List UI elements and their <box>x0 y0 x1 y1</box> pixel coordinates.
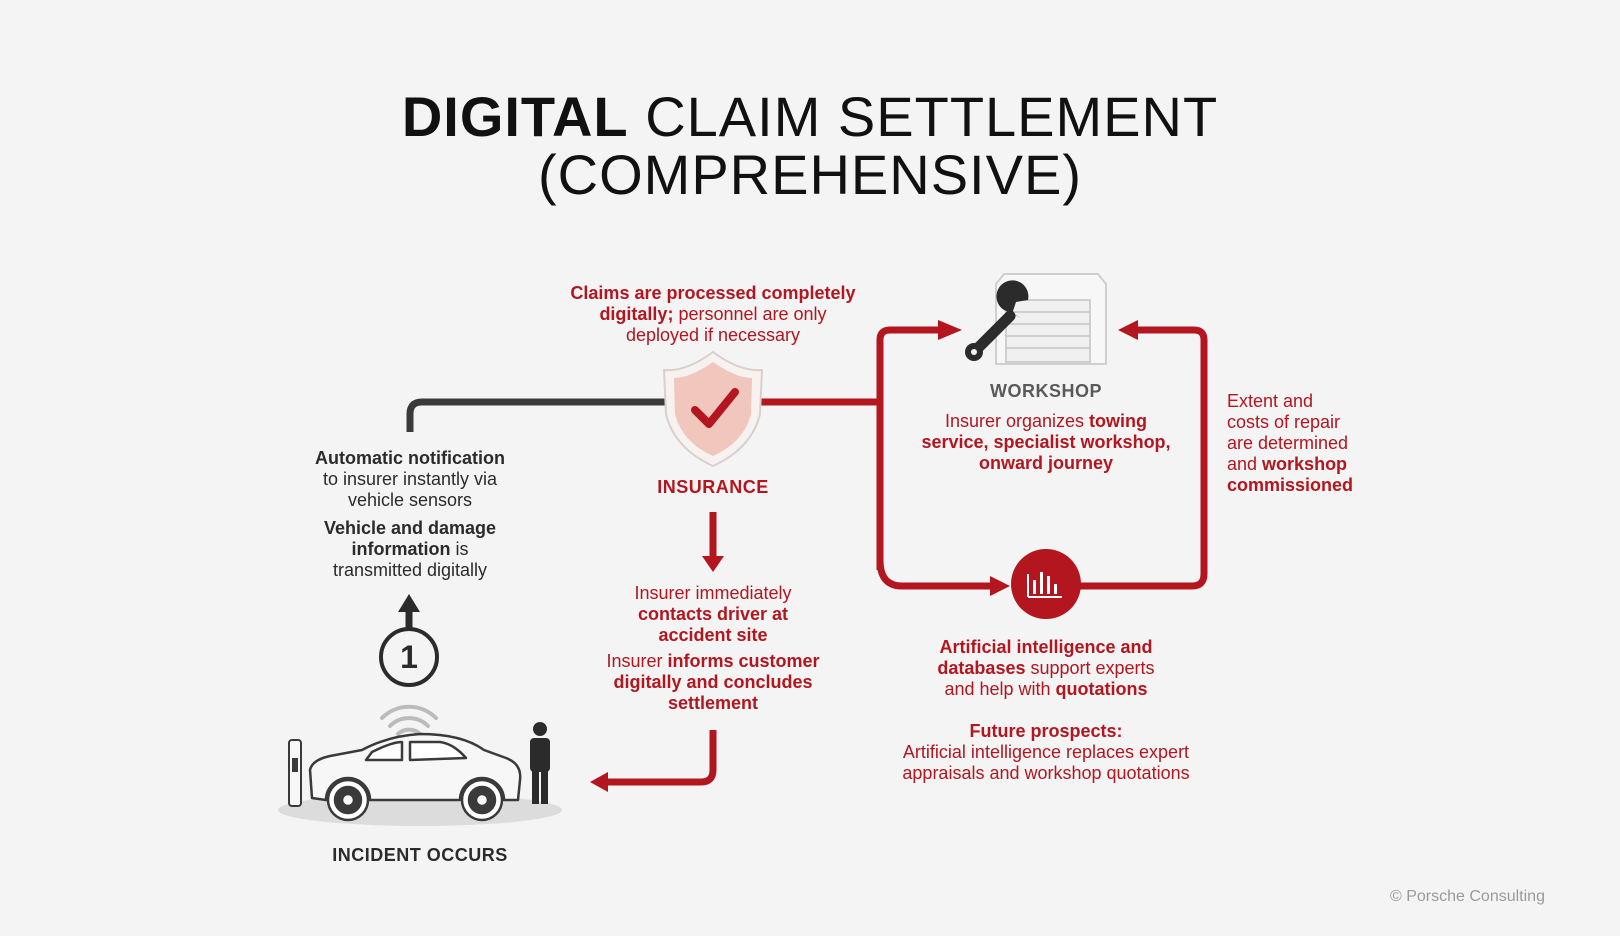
incident-label: INCIDENT OCCURS <box>332 845 508 865</box>
person-icon <box>530 722 550 804</box>
charging-station-icon <box>288 739 302 807</box>
to-workshop-arrow <box>876 326 950 570</box>
step-number: 1 <box>400 639 418 675</box>
insurance-inform-note: Insurer informs customer digitally and c… <box>606 651 820 713</box>
notification-note-2: Vehicle and damage information is transm… <box>323 518 497 580</box>
repair-note: Extent and costs of repair are determine… <box>1227 391 1354 495</box>
ai-note: Artificial intelligence and databases su… <box>937 637 1155 699</box>
car-icon <box>308 732 522 822</box>
workshop-note: Insurer organizes towing service, specia… <box>921 411 1171 473</box>
page-title: DIGITAL CLAIM SETTLEMENT (COMPREHENSIVE) <box>0 88 1620 204</box>
bar-chart-icon <box>1011 549 1081 619</box>
title-line2: (COMPREHENSIVE) <box>538 143 1082 206</box>
to-ai-arrow <box>876 559 996 590</box>
notification-note-1: Automatic notification to insurer instan… <box>315 448 505 510</box>
insurance-label: INSURANCE <box>657 477 769 497</box>
ai-to-workshop-arrow <box>1080 326 1208 590</box>
garage-icon <box>995 273 1107 365</box>
copyright: © Porsche Consulting <box>1390 888 1545 905</box>
wifi-icon <box>380 704 438 736</box>
return-to-customer-arrow <box>606 730 717 786</box>
step-1-circle <box>379 627 439 687</box>
future-prospects: Future prospects: Artificial intelligenc… <box>886 721 1206 784</box>
title-rest: CLAIM SETTLEMENT <box>628 85 1219 148</box>
future-text: Artificial intelligence replaces expert … <box>902 742 1190 783</box>
notification-connector <box>406 398 668 432</box>
workshop-label: WORKSHOP <box>990 381 1102 401</box>
future-title: Future prospects: <box>969 721 1123 741</box>
shield-check-icon <box>662 350 764 468</box>
insurance-contact-note: Insurer immediately contacts driver at a… <box>634 583 792 645</box>
insurance-top-note: Claims are processed completely digitall… <box>570 283 856 345</box>
wrench-icon <box>965 280 1029 361</box>
title-bold: DIGITAL <box>401 85 629 148</box>
